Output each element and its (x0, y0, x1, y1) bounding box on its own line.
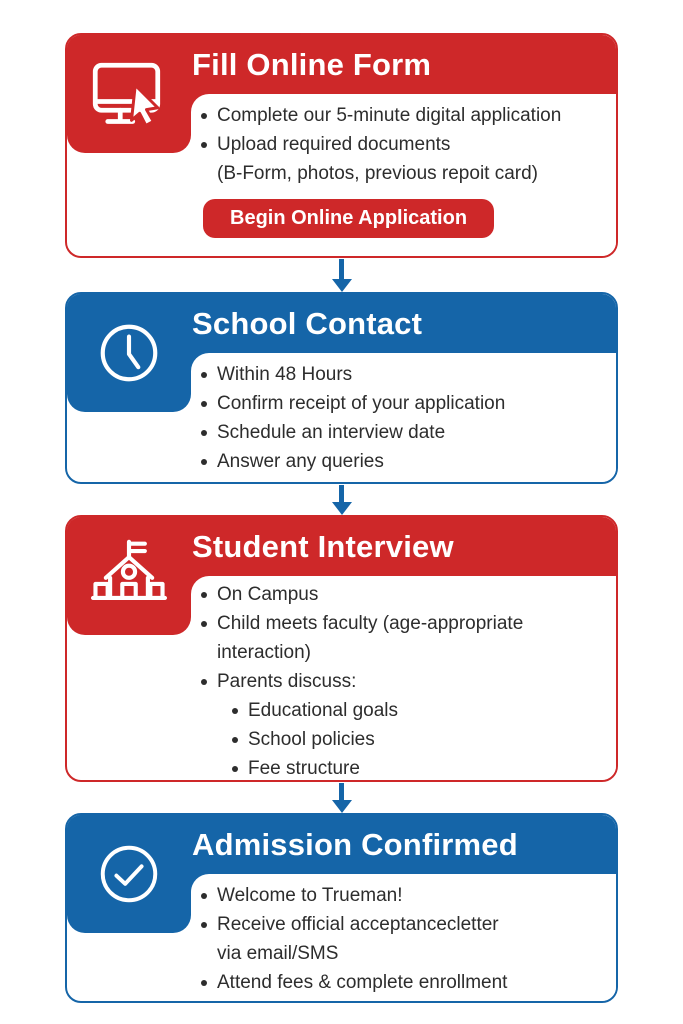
bullet-text: On Campus (217, 584, 319, 605)
bullet-text: Child meets faculty (age-appropriate int… (217, 613, 524, 663)
bullet-dot (201, 113, 207, 119)
list-item: Fee structure (232, 754, 606, 780)
step-card-admission-confirmed: Welcome to Trueman! Receive official acc… (65, 813, 618, 1003)
step-title: Admission Confirmed (192, 826, 518, 862)
monitor-cursor-icon (92, 62, 161, 127)
bullet-dot (232, 708, 238, 714)
bullet-text: Parents discuss: (217, 671, 357, 692)
step-content: Welcome to Trueman! Receive official acc… (191, 874, 616, 1001)
step-title: Student Interview (192, 528, 454, 564)
bullet-dot (232, 737, 238, 743)
bullet-dot (201, 401, 207, 407)
bullet-text: Receive official acceptancecletter via e… (217, 914, 499, 964)
list-item: Child meets faculty (age-appropriate int… (201, 609, 606, 667)
sub-bullet-list: Educational goals School policies Fee st… (232, 696, 606, 780)
step-icon-badge (67, 35, 191, 153)
step-content: Complete our 5-minute digital applicatio… (191, 94, 616, 256)
bullet-dot (201, 430, 207, 436)
bullet-text: Upload required documents (B-Form, photo… (217, 134, 539, 184)
step-card-fill-online-form: Complete our 5-minute digital applicatio… (65, 33, 618, 258)
bullet-dot (201, 922, 207, 928)
bullet-list: Welcome to Trueman! Receive official acc… (201, 881, 606, 997)
school-building-icon (90, 539, 168, 601)
step-icon-badge (67, 517, 191, 635)
bullet-text: Welcome to Trueman! (217, 885, 403, 906)
bullet-text: Answer any queries (217, 451, 384, 472)
bullet-text: Schedule an interview date (217, 422, 446, 443)
step-title: School Contact (192, 305, 423, 341)
bullet-dot (201, 893, 207, 899)
list-item: Within 48 Hours (201, 360, 606, 389)
flow-down-arrow-icon (331, 783, 352, 813)
list-item: School policies (232, 725, 606, 754)
step-card-student-interview: On Campus Child meets faculty (age-appro… (65, 515, 618, 782)
step-title: Fill Online Form (192, 46, 432, 82)
bullet-dot (232, 766, 238, 772)
step-content: On Campus Child meets faculty (age-appro… (191, 576, 616, 780)
flow-down-arrow-icon (331, 485, 352, 515)
clock-icon (100, 324, 158, 382)
begin-online-application-button[interactable]: Begin Online Application (203, 199, 495, 238)
list-item: Confirm receipt of your application (201, 389, 606, 418)
bullet-list: Within 48 Hours Confirm receipt of your … (201, 360, 606, 476)
bullet-dot (201, 372, 207, 378)
bullet-text: Confirm receipt of your application (217, 393, 506, 414)
step-icon-badge (67, 815, 191, 933)
bullet-text: Complete our 5-minute digital applicatio… (217, 105, 562, 126)
list-item: Schedule an interview date (201, 418, 606, 447)
step-card-school-contact: Within 48 Hours Confirm receipt of your … (65, 292, 618, 484)
list-item: Upload required documents (B-Form, photo… (201, 130, 606, 188)
list-item: On Campus (201, 580, 606, 609)
step-content: Within 48 Hours Confirm receipt of your … (191, 353, 616, 482)
list-item: Educational goals (232, 696, 606, 725)
bullet-dot (201, 142, 207, 148)
bullet-dot (201, 592, 207, 598)
bullet-text: Attend fees & complete enrollment (217, 972, 508, 993)
check-circle-icon (100, 845, 158, 903)
list-item: Complete our 5-minute digital applicatio… (201, 101, 606, 130)
list-item: Answer any queries (201, 447, 606, 476)
bullet-dot (201, 459, 207, 465)
bullet-list: On Campus Child meets faculty (age-appro… (201, 580, 606, 696)
flow-down-arrow-icon (331, 259, 352, 292)
bullet-text: Fee structure (248, 758, 360, 779)
bullet-text: Within 48 Hours (217, 364, 353, 385)
step-icon-badge (67, 294, 191, 412)
bullet-text: School policies (248, 729, 375, 750)
bullet-dot (201, 980, 207, 986)
bullet-dot (201, 621, 207, 627)
list-item: Receive official acceptancecletter via e… (201, 910, 606, 968)
bullet-list: Complete our 5-minute digital applicatio… (201, 101, 606, 188)
bullet-text: Educational goals (248, 700, 398, 721)
bullet-dot (201, 679, 207, 685)
list-item: Attend fees & complete enrollment (201, 968, 606, 997)
list-item: Parents discuss: (201, 667, 606, 696)
list-item: Welcome to Trueman! (201, 881, 606, 910)
